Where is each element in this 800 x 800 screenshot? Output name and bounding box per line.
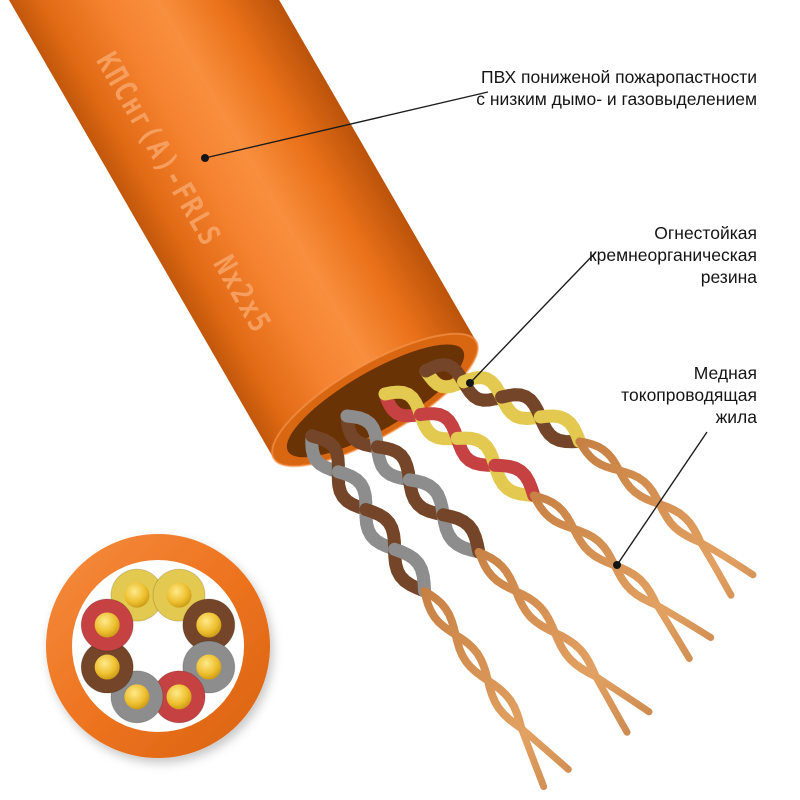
leader-lines [204, 91, 708, 566]
wire-copper-twist [610, 561, 661, 610]
wire-insulated-yellow [414, 408, 464, 446]
annotation-line: кремнеорганическая [588, 245, 757, 265]
wire-insulated-gray [436, 508, 486, 559]
wire-copper-twist [483, 676, 526, 733]
twisted-pair [378, 385, 715, 662]
annotation-line: с низким дымо- и газовыделением [476, 89, 757, 109]
wire-copper-twist [512, 587, 559, 637]
twisted-pair [340, 409, 653, 736]
wire-insulated-yellow [488, 458, 541, 502]
wire-insulated-red [414, 407, 464, 445]
leader-dot-sheath [201, 154, 209, 162]
wire-copper-twist [569, 524, 619, 570]
wire-insulated-brown [457, 375, 509, 407]
annotation-line: резина [700, 267, 757, 287]
annotation-line: Огнестойкая [654, 223, 757, 243]
wire-insulated-gray [331, 465, 373, 516]
wire-insulated-yellow [378, 385, 427, 422]
leader-dots [201, 154, 621, 569]
wire-copper-twist [575, 437, 624, 475]
wire-copper-twist [474, 548, 520, 596]
wire-insulated-brown [359, 503, 402, 556]
wire-copper-tip [517, 724, 572, 773]
wire-copper-twist [550, 628, 600, 681]
wire-copper-twist [615, 466, 664, 509]
wire-insulated-gray [388, 542, 431, 598]
leader-line-insulation [469, 251, 597, 384]
wire-copper-twist [474, 548, 520, 596]
wire-copper-twist [569, 524, 619, 570]
cable-body [0, 0, 477, 459]
wire-insulated-brown [402, 473, 450, 522]
wire-insulated-brown [533, 410, 586, 449]
wire-copper-twist [610, 561, 661, 610]
wire-insulated-gray [305, 429, 345, 479]
wire-copper-twist [655, 500, 705, 547]
wire-insulated-yellow [450, 431, 502, 472]
wire-insulated-red [378, 387, 427, 423]
wire-copper-twist [550, 628, 600, 681]
annotation-conductor: Медная токопроводящая жила [621, 362, 757, 428]
annotation-line: жила [715, 407, 757, 427]
wire-insulated-yellow [495, 390, 547, 426]
wire-insulated-brown [495, 388, 547, 424]
wire-copper-tip [592, 672, 653, 716]
twisted-pair [419, 358, 757, 599]
wire-insulated-brown [305, 429, 345, 479]
cross-section-diagram [46, 534, 270, 758]
wire-insulated-yellow [533, 409, 586, 448]
wire-insulated-gray [340, 409, 384, 454]
wire-copper-twist [529, 491, 578, 533]
wire-insulated-brown [419, 358, 470, 389]
cross-section-wire [182, 598, 236, 652]
cross-section-wire [80, 640, 134, 694]
wire-copper-tip [517, 724, 548, 791]
wire-insulated-brown [388, 542, 431, 598]
leader-line-conductor [616, 431, 708, 566]
wire-copper-twist [483, 676, 526, 733]
twisted-pair [305, 429, 572, 791]
wire-copper-tip [697, 538, 735, 599]
wire-insulated-brown [436, 508, 486, 559]
wire-copper-tip [653, 601, 693, 662]
wire-copper-twist [512, 587, 559, 637]
wire-copper-twist [615, 466, 664, 509]
wire-copper-twist [529, 491, 578, 533]
wire-copper-twist [575, 437, 624, 475]
leader-dot-insulation [466, 379, 474, 387]
wire-copper-twist [420, 587, 460, 639]
annotation-sheath: ПВХ пониженой пожаропастности с низким д… [476, 66, 757, 110]
wire-insulated-gray [359, 503, 402, 556]
leader-dot-conductor [613, 561, 621, 569]
leader-line-sheath [204, 91, 489, 159]
wire-insulated-gray [370, 440, 416, 487]
wire-copper-tip [592, 672, 631, 736]
wire-copper-twist [655, 500, 705, 547]
wire-insulated-brown [340, 409, 384, 454]
wire-insulated-red [450, 431, 502, 472]
wire-insulated-gray [402, 473, 450, 522]
annotation-line: токопроводящая [621, 385, 757, 405]
wire-copper-tip [653, 601, 715, 641]
annotation-line: ПВХ пониженой пожаропастности [481, 67, 757, 87]
wire-insulated-red [488, 458, 541, 502]
twisted-pairs [305, 358, 757, 791]
wire-insulated-yellow [457, 370, 509, 404]
wire-copper-twist [451, 630, 492, 685]
wire-insulated-brown [331, 465, 373, 516]
wire-insulated-yellow [419, 364, 470, 394]
annotation-line: Медная [693, 363, 757, 383]
wire-copper-tip [697, 538, 757, 579]
wire-insulated-brown [370, 440, 416, 487]
annotation-insulation: Огнестойкая кремнеорганическая резина [589, 222, 757, 288]
cable-end-rim [271, 332, 479, 468]
cross-section-wire [80, 598, 134, 652]
wire-copper-twist [420, 587, 460, 639]
cross-section-wires [80, 568, 236, 724]
wire-copper-twist [451, 630, 492, 685]
